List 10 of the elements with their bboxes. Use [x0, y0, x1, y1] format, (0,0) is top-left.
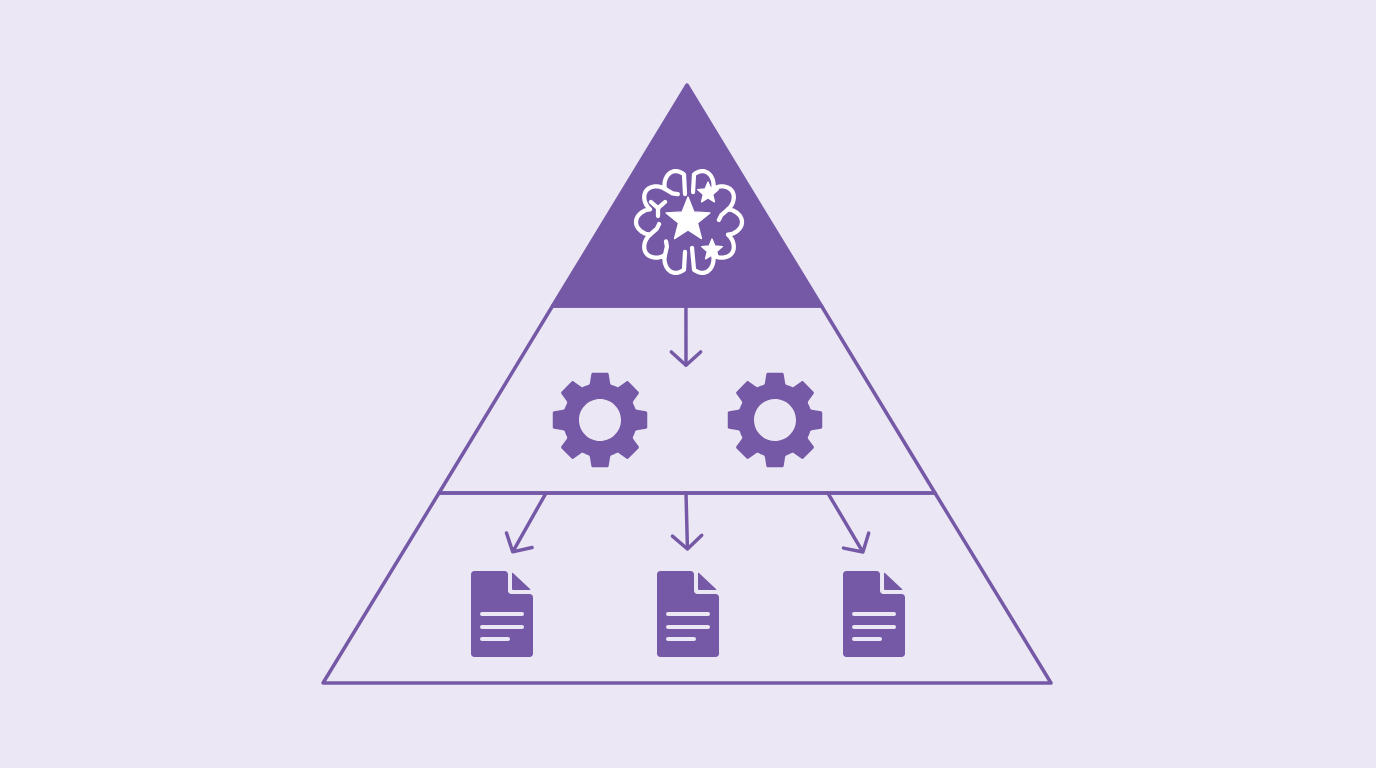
document-icon	[657, 571, 719, 657]
pyramid-apex	[550, 83, 824, 308]
arrow	[504, 491, 548, 554]
gear-icon	[727, 372, 823, 468]
document-icon	[843, 571, 905, 657]
gear-icon	[552, 372, 648, 468]
document-icon	[471, 571, 533, 657]
brain-icon	[633, 169, 745, 275]
pyramid-tier	[321, 491, 1053, 685]
arrow	[826, 491, 871, 554]
